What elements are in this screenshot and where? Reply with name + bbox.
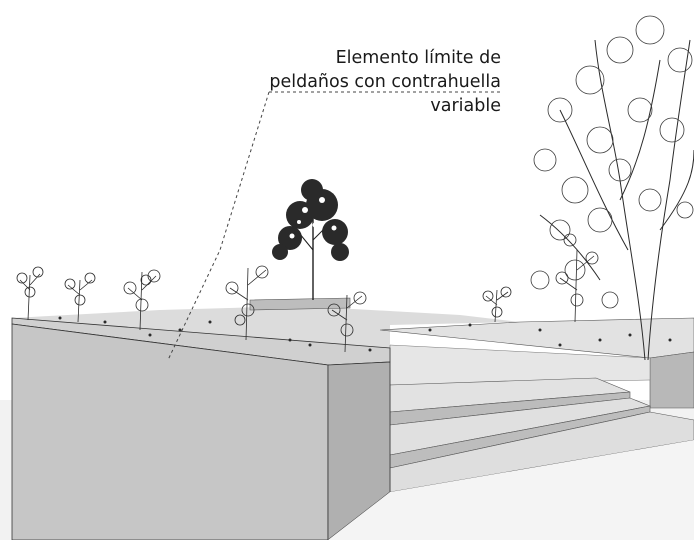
- right-platform-front: [649, 351, 694, 409]
- ground-texture: [58, 316, 672, 352]
- tree-icon: [530, 15, 694, 361]
- shrub-icon: [16, 266, 44, 321]
- tree-icon: [272, 179, 349, 300]
- annotation-line-3: variable: [430, 96, 501, 116]
- annotation-label: Elemento límite de peldaños con contrahu…: [269, 46, 501, 118]
- annotation-line-2: peldaños con contrahuella: [269, 72, 501, 92]
- shrub-icon: [555, 233, 599, 323]
- annotation-line-1: Elemento límite de: [335, 48, 501, 68]
- back-bench: [249, 297, 351, 311]
- leader-line: [167, 91, 270, 361]
- shrub-icon: [327, 291, 367, 353]
- right-platform-top: [379, 317, 694, 359]
- wall-front: [11, 323, 329, 540]
- shrub-icon: [482, 286, 512, 323]
- foreground-floor: [328, 440, 694, 540]
- shrub-icon: [64, 272, 96, 323]
- shrub-icon: [123, 269, 161, 331]
- shrub-icon: [225, 265, 269, 341]
- lawn-plane: [12, 306, 520, 360]
